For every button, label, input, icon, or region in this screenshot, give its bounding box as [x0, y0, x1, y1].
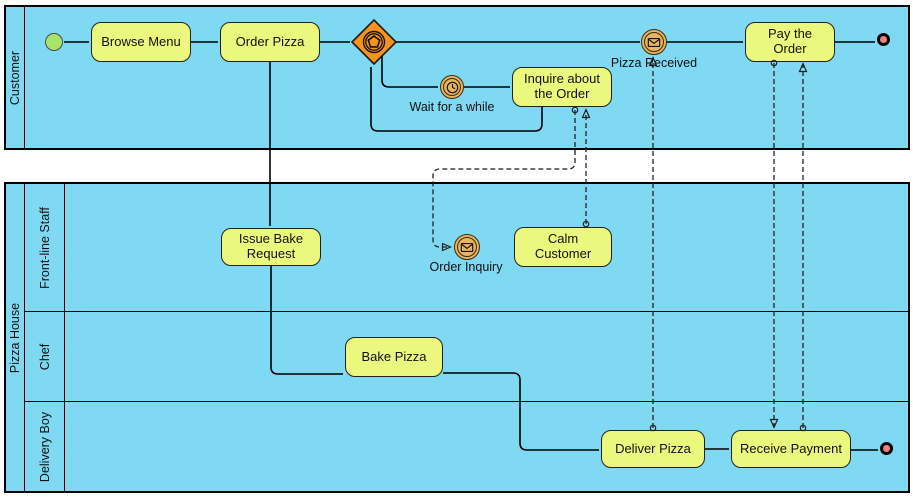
- task-issue-bake-request[interactable]: Issue Bake Request: [221, 228, 321, 266]
- lane-delivery-boy[interactable]: Delivery Boy: [25, 402, 908, 491]
- lane-front-line-staff-strip: Front-line Staff: [25, 184, 65, 311]
- flow-bake-pizza-to-deliver-pizza[interactable]: [443, 372, 599, 451]
- task-order-pizza[interactable]: Order Pizza: [220, 22, 320, 62]
- task-bake-pizza[interactable]: Bake Pizza: [345, 337, 443, 377]
- lane-chef[interactable]: Chef: [25, 312, 908, 402]
- timer-icon: [443, 78, 461, 96]
- event-based-gateway[interactable]: [350, 18, 398, 66]
- task-browse-menu[interactable]: Browse Menu: [91, 22, 191, 62]
- end-event-customer[interactable]: [877, 33, 890, 46]
- message-event-pizza-received[interactable]: [641, 29, 667, 55]
- message-icon: [644, 32, 664, 52]
- timer-intermediate-event[interactable]: [440, 75, 464, 99]
- task-label: Receive Payment: [740, 440, 842, 456]
- task-label: Pay the Order: [767, 26, 813, 56]
- task-label: Bake Pizza: [361, 348, 427, 364]
- lane-front-line-staff[interactable]: Front-line Staff: [25, 184, 908, 312]
- task-pay-the-order[interactable]: Pay the Order: [745, 22, 835, 62]
- start-event[interactable]: [45, 33, 63, 51]
- flow-gateway-to-timer[interactable]: [381, 56, 438, 88]
- task-label: Deliver Pizza: [615, 440, 691, 456]
- task-receive-payment[interactable]: Receive Payment: [731, 430, 851, 468]
- task-label: Issue Bake Request: [238, 231, 304, 261]
- flow-inquire-back-to-gateway[interactable]: [370, 67, 543, 132]
- pool-pizza-house-title-strip: Pizza House: [6, 184, 25, 491]
- event-gateway-pentagon-icon: [362, 30, 386, 54]
- task-label: Inquire about the Order: [524, 71, 600, 101]
- task-label: Order Pizza: [235, 33, 305, 49]
- message-flow-inquire-to-order-inquiry[interactable]: [432, 110, 575, 247]
- flow-issue-bake-to-bake-pizza[interactable]: [270, 266, 343, 375]
- order-inquiry-label: Order Inquiry: [429, 260, 503, 274]
- pizza-house-lanes: Front-line Staff Chef Delivery Boy: [25, 184, 908, 491]
- task-label: Browse Menu: [101, 33, 181, 49]
- task-inquire-about-order[interactable]: Inquire about the Order: [512, 67, 612, 107]
- lane-chef-strip: Chef: [25, 312, 65, 401]
- end-event-delivery[interactable]: [880, 442, 893, 455]
- lane-delivery-boy-strip: Delivery Boy: [25, 402, 65, 491]
- task-deliver-pizza[interactable]: Deliver Pizza: [601, 430, 705, 468]
- pool-customer-title-strip: Customer: [6, 7, 25, 148]
